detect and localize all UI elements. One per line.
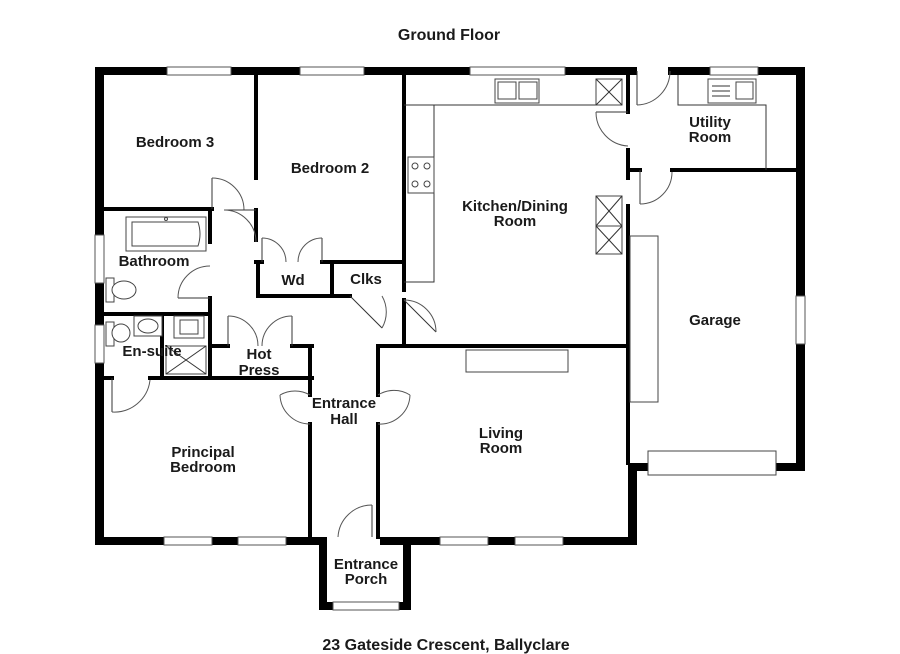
appliance-box: [595, 78, 623, 255]
room-label-bedroom-3: Bedroom 3: [136, 134, 214, 151]
room-label-porch-line1: Entrance: [334, 556, 398, 573]
hob-icon: [407, 156, 435, 194]
room-label-kitchen-line2: Room: [494, 213, 537, 230]
fireplace: [465, 349, 569, 373]
toilet-icon: [105, 277, 137, 303]
room-label-bathroom: Bathroom: [119, 253, 190, 270]
room-label-entrance-hall-line1: Entrance: [312, 395, 376, 412]
room-label-living-line1: Living: [479, 425, 523, 442]
room-label-bedroom-2: Bedroom 2: [291, 160, 369, 177]
plan-title: Ground Floor: [398, 27, 500, 44]
garage-bench: [629, 235, 659, 403]
garage-door: [647, 450, 777, 476]
utility-sink-icon: [707, 78, 757, 104]
ensuite-basin-icon: [133, 315, 163, 337]
room-label-living-line2: Room: [480, 440, 523, 457]
ensuite-toilet-icon: [105, 321, 131, 347]
shower-icon: [165, 345, 207, 375]
doors: [111, 70, 673, 538]
room-label-utility-line1: Utility: [689, 114, 731, 131]
room-label-ensuite: En-suite: [122, 343, 181, 360]
windows: [94, 66, 806, 611]
room-label-principal-line2: Bedroom: [170, 459, 236, 476]
fixtures: [105, 75, 767, 403]
room-label-hotpress-line1: Hot: [247, 346, 272, 363]
room-label-principal-line1: Principal: [171, 444, 234, 461]
room-label-hotpress-line2: Press: [239, 362, 280, 379]
plan-address: 23 Gateside Crescent, Ballyclare: [322, 637, 569, 654]
utility-worktop: [677, 75, 767, 170]
room-label-kitchen-line1: Kitchen/Dining: [462, 198, 568, 215]
room-label-entrance-hall-line2: Hall: [330, 411, 358, 428]
bath-icon: [125, 216, 207, 252]
room-label-utility-line2: Room: [689, 129, 732, 146]
room-label-wd: Wd: [281, 272, 304, 289]
room-label-clks: Clks: [350, 271, 382, 288]
interior-walls: [102, 73, 798, 539]
basin-icon: [173, 315, 205, 339]
room-label-garage: Garage: [689, 312, 741, 329]
room-label-porch-line2: Porch: [345, 571, 388, 588]
